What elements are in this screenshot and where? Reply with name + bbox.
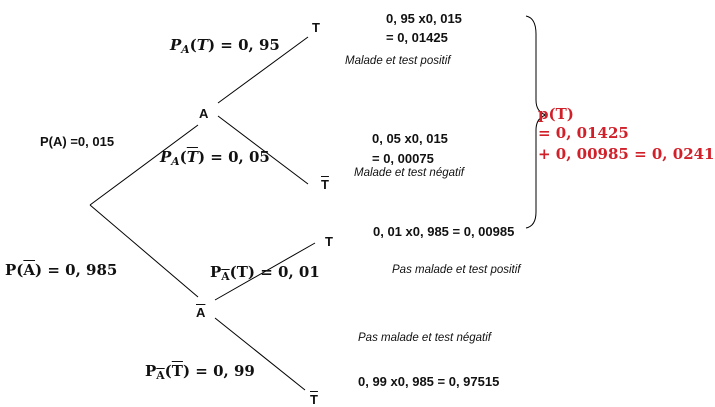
total-line-3: + 0, 00985 = 0, 0241 [538,145,715,163]
result-4-line: 0, 99 x0, 985 = 0, 97515 [358,374,500,389]
label-pa-t: PA(T) = 0, 95 [170,38,280,56]
total-p-t-label: p(T) [538,105,574,123]
total-line-2: = 0, 01425 [538,124,629,142]
label-p-abar-var: A [23,261,36,279]
result-2-line-1: 0, 05 x0, 015 [372,131,448,146]
node-a: A [199,106,209,121]
node-t-mid: T [325,234,333,249]
label-pa-tbar-close: ) = 0, 05 [197,148,270,166]
node-t-top: T [312,20,320,35]
node-t-bar-top: T [321,177,329,192]
label-pabar-t-func: P [210,263,222,281]
label-pa-t-func: P [170,36,182,54]
branch-a-to-tbar [217,115,309,185]
branch-abar-to-t [214,242,316,301]
label-pabar-tbar-func: P [145,362,157,380]
result-1-line-2: = 0, 01425 [386,30,448,45]
label-pa-tbar-open: ( [179,148,187,166]
label-pa-t-sub: A [181,43,190,57]
result-2-description: Malade et test négatif [354,167,464,179]
label-pabar-tbar-sub: A [156,369,165,383]
label-p-abar-suffix: ) = 0, 985 [35,261,118,279]
node-t-bar-bottom: T [310,392,318,407]
result-2-line-2: = 0, 00075 [372,151,434,166]
label-pabar-tbar-close: ) = 0, 99 [182,362,255,380]
label-pabar-tbar-var: T [171,362,183,380]
label-pabar-t-sub: A [221,270,230,284]
label-pa-t-close: ) = 0, 95 [207,36,280,54]
tree-lines [89,15,548,391]
label-pabar-tbar: PA(T) = 0, 99 [145,364,255,382]
label-pa-t-var: T [196,36,208,54]
label-pabar-t: PA(T) = 0, 01 [210,265,320,283]
label-pa-tbar: PA(T) = 0, 05 [160,150,270,168]
label-pa-t-open: ( [189,36,197,54]
branch-a-to-t [217,36,309,104]
branch-root-to-a [89,124,199,206]
label-pabar-tbar-open: ( [164,362,172,380]
label-pa-tbar-sub: A [171,155,180,169]
result-3-line: 0, 01 x0, 985 = 0, 00985 [373,224,515,239]
result-4-description: Pas malade et test négatif [358,332,491,344]
branch-root-to-abar [89,204,199,298]
result-3-description: Pas malade et test positif [392,264,521,276]
label-p-a: P(A) =0, 015 [40,134,115,149]
label-pabar-t-rest: (T) = 0, 01 [229,263,320,281]
label-p-abar-prefix: P( [5,261,24,279]
result-1-line-1: 0, 95 x0, 015 [386,11,462,26]
label-pa-tbar-func: P [160,148,172,166]
sum-brace [525,15,548,229]
label-p-abar: P(A) = 0, 985 [5,263,117,278]
probability-tree-diagram: A A T T T T P(A) =0, 015 P(A) = 0, 985 P… [5,11,715,407]
node-a-bar: A [196,305,206,320]
result-1-description: Malade et test positif [345,55,451,67]
branch-abar-to-tbar [214,317,306,391]
label-pa-tbar-var: T [186,148,198,166]
